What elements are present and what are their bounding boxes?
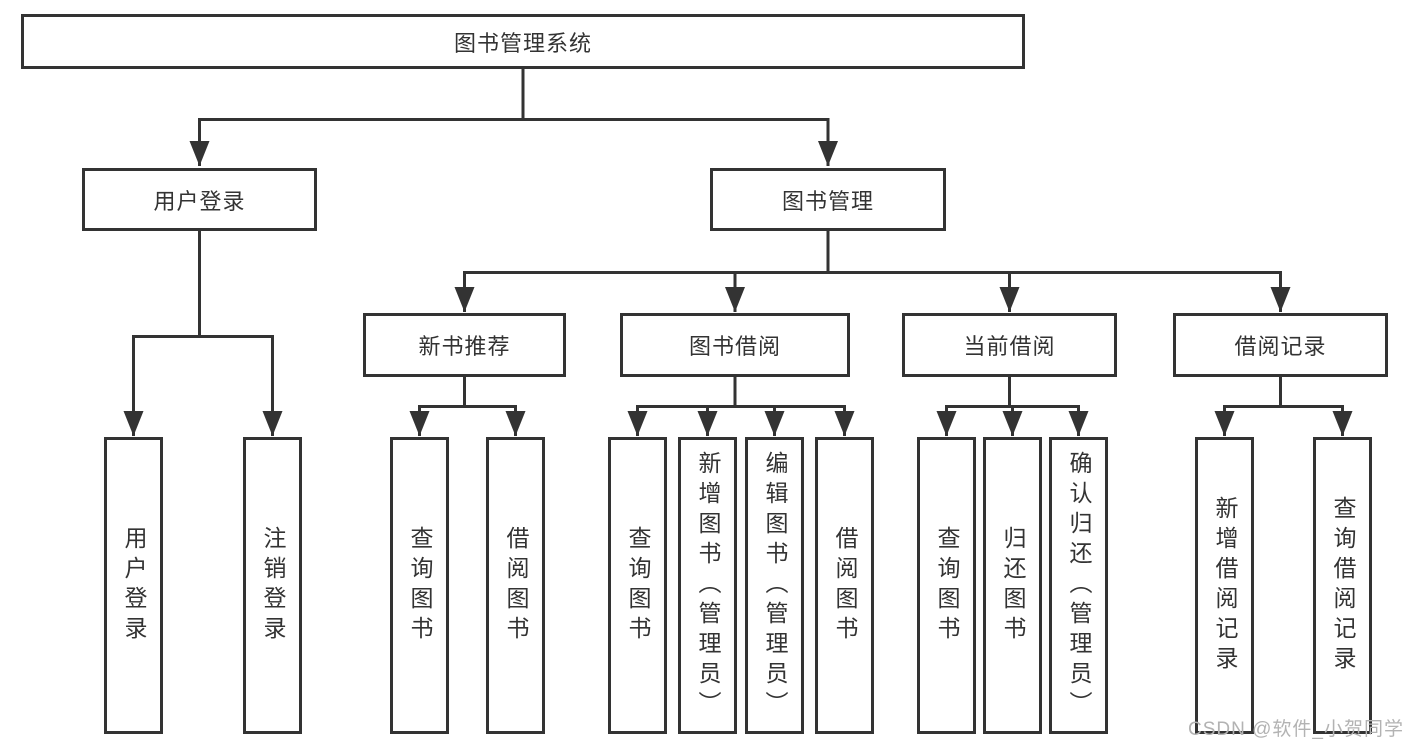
- leaf-add-book-admin: 新增图书（管理员）: [678, 437, 737, 734]
- leaf-return-book: 归还图书: [983, 437, 1042, 734]
- node-book-borrow: 图书借阅: [620, 313, 850, 377]
- leaf-query-borrow-record: 查询借阅记录: [1313, 437, 1372, 734]
- node-user-login: 用户登录: [82, 168, 317, 231]
- node-borrow-records: 借阅记录: [1173, 313, 1388, 377]
- leaf-borrow-books-recommend: 借阅图书: [486, 437, 545, 734]
- leaf-confirm-return-admin: 确认归还（管理员）: [1049, 437, 1108, 734]
- node-root: 图书管理系统: [21, 14, 1025, 69]
- leaf-add-borrow-record: 新增借阅记录: [1195, 437, 1254, 734]
- leaf-edit-book-admin: 编辑图书（管理员）: [745, 437, 804, 734]
- leaf-logout: 注销登录: [243, 437, 302, 734]
- node-new-book-recommend: 新书推荐: [363, 313, 566, 377]
- csdn-watermark: CSDN @软件_小贺同学: [1188, 719, 1404, 740]
- leaf-query-books-current: 查询图书: [917, 437, 976, 734]
- leaf-user-login: 用户登录: [104, 437, 163, 734]
- node-book-management: 图书管理: [710, 168, 946, 231]
- leaf-query-books-recommend: 查询图书: [390, 437, 449, 734]
- leaf-borrow-books-borrow: 借阅图书: [815, 437, 874, 734]
- leaf-query-books-borrow: 查询图书: [608, 437, 667, 734]
- node-current-borrow: 当前借阅: [902, 313, 1117, 377]
